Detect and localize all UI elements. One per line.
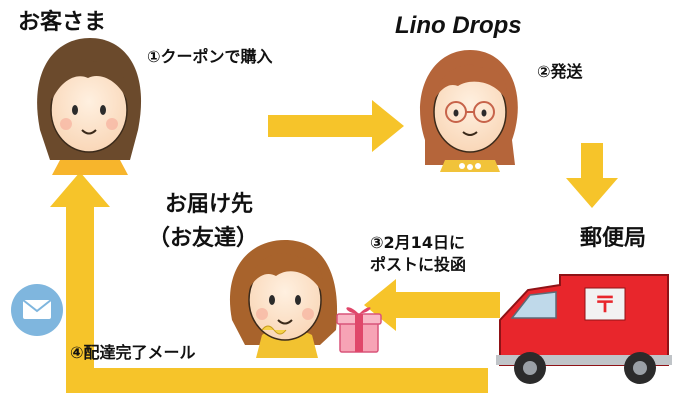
- node-friend: お届け先: [165, 192, 254, 217]
- customer-illustration: [37, 38, 142, 175]
- node-customer: お客さま: [18, 10, 107, 35]
- node-post-office: 郵便局: [580, 226, 647, 251]
- step-4-label: ④配達完了メール: [70, 343, 196, 362]
- shop-staff-illustration: [420, 50, 518, 172]
- arrow-mail-return: [50, 172, 488, 393]
- postbox-mark: 〒: [594, 293, 616, 318]
- envelope-icon: [11, 284, 63, 336]
- step-3-label-line1: ③2月14日に: [370, 233, 465, 252]
- step-1-label: ①クーポンで購入: [147, 47, 273, 66]
- node-shop: Lino Drops: [395, 12, 522, 39]
- step-3-label-line2: ポストに投函: [370, 255, 467, 274]
- arrow-ship: [566, 143, 618, 208]
- node-friend-sub: （お友達）: [148, 226, 259, 251]
- friend-illustration: [229, 240, 338, 358]
- mail-van-icon: 〒: [496, 274, 672, 384]
- arrow-post: [364, 279, 500, 331]
- step-2-label: ②発送: [537, 62, 583, 81]
- arrow-purchase: [268, 100, 404, 152]
- flow-arrows: [50, 100, 618, 393]
- gift-icon: [336, 307, 382, 353]
